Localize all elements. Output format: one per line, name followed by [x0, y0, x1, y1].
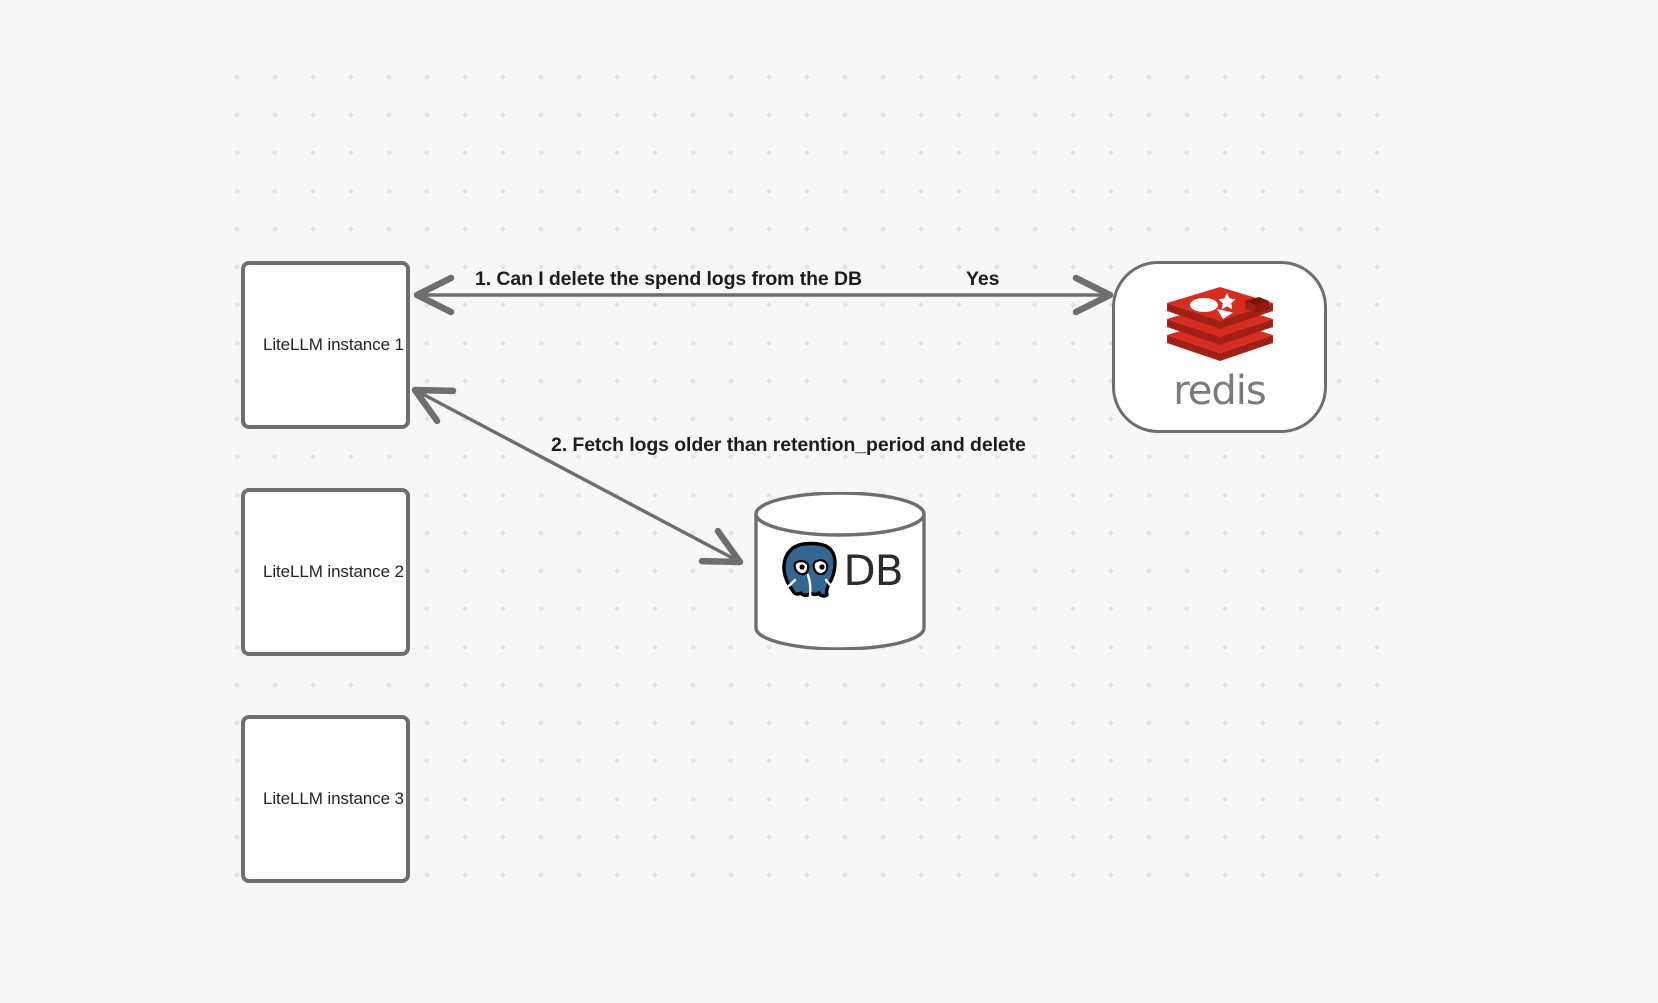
node-database[interactable]: DB	[753, 492, 927, 650]
edge-litellm1-db	[411, 386, 744, 566]
node-litellm-instance-3[interactable]: LiteLLM instance 3	[241, 715, 410, 883]
redis-stack-icon	[1166, 287, 1273, 361]
edge-label-yes: Yes	[966, 268, 1000, 290]
postgresql-elephant-icon	[782, 541, 838, 598]
edge-label-step-1: 1. Can I delete the spend logs from the …	[475, 268, 862, 290]
db-label: DB	[843, 546, 903, 595]
node-label: LiteLLM instance 1	[263, 335, 404, 354]
node-label: LiteLLM instance 2	[263, 562, 404, 581]
node-label: LiteLLM instance 3	[263, 789, 404, 808]
node-litellm-instance-2[interactable]: LiteLLM instance 2	[241, 488, 410, 656]
redis-logo: redis	[1161, 285, 1279, 411]
redis-wordmark: redis	[1173, 368, 1267, 414]
node-litellm-instance-1[interactable]: LiteLLM instance 1	[241, 261, 410, 429]
node-redis[interactable]: redis	[1112, 261, 1327, 433]
edge-label-step-2: 2. Fetch logs older than retention_perio…	[551, 434, 1026, 456]
